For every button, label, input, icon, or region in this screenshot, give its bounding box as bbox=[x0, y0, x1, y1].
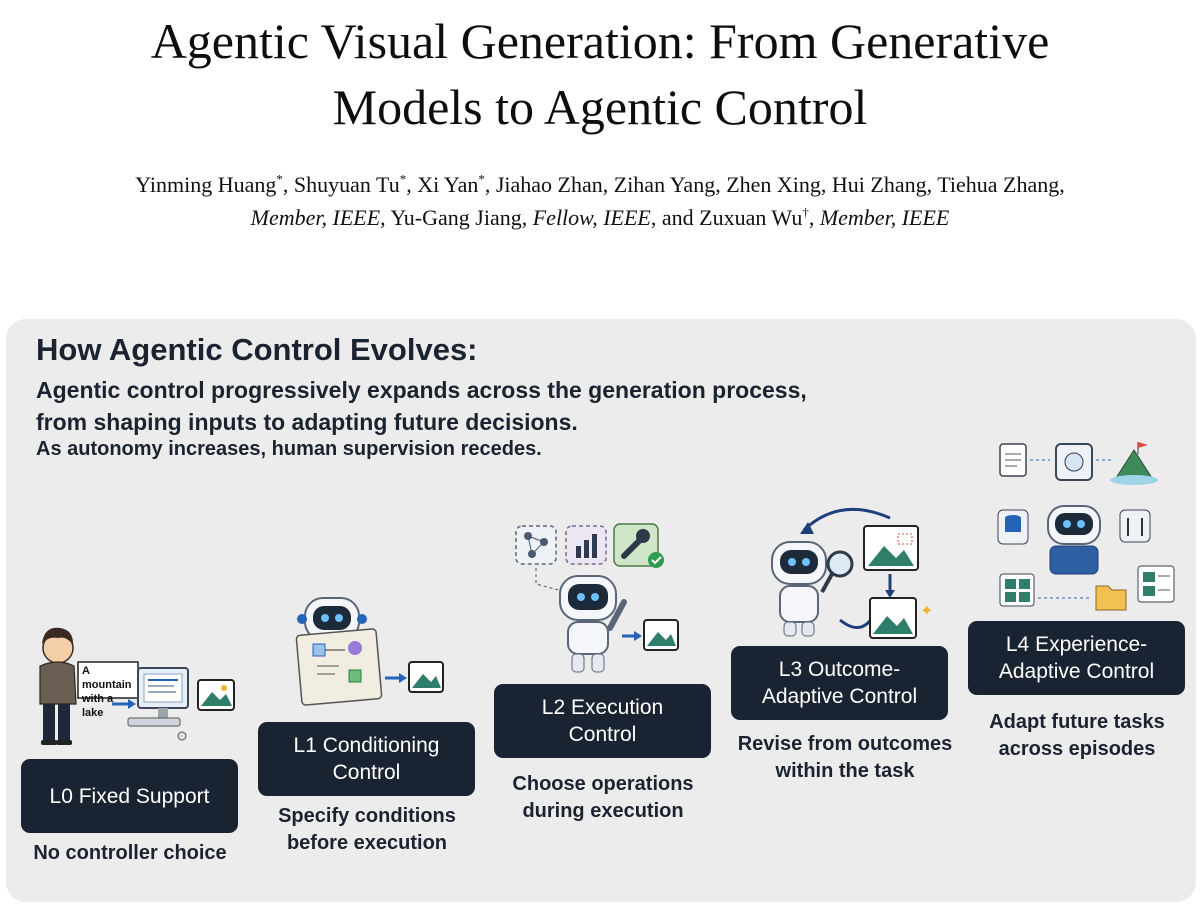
output-image-icon bbox=[197, 679, 235, 711]
author-line-2: Member, IEEE, Yu-Gang Jiang, Fellow, IEE… bbox=[250, 204, 950, 230]
figure-subtitle-line-1: Agentic control progressively expands ac… bbox=[36, 377, 807, 403]
mountain-flag-icon bbox=[1110, 442, 1158, 485]
l0-illustration bbox=[39, 627, 235, 745]
author-wu: Zuxuan Wu bbox=[699, 205, 803, 230]
fellow-ieee-label: Fellow, IEEE bbox=[532, 205, 651, 230]
level-label-l3: L3 Outcome-Adaptive Control bbox=[761, 658, 918, 708]
bar-chart-icon bbox=[565, 525, 607, 565]
robot-icon bbox=[297, 597, 367, 641]
level-box-l3: L3 Outcome-Adaptive Control bbox=[731, 646, 948, 720]
graph-node-icon bbox=[515, 525, 557, 565]
chip-icon bbox=[1055, 443, 1093, 481]
folder-icon bbox=[1095, 585, 1127, 611]
l2-illustration bbox=[515, 523, 679, 673]
and-word: and bbox=[661, 205, 694, 230]
level-label-l4: L4 Experience-Adaptive Control bbox=[998, 633, 1155, 683]
figure-note: As autonomy increases, human supervision… bbox=[36, 438, 542, 460]
author-name: Tiehua Zhang bbox=[937, 172, 1060, 197]
robot-icon bbox=[1047, 505, 1101, 575]
member-ieee-label-2: Member, IEEE bbox=[819, 205, 950, 230]
database-icon bbox=[997, 509, 1029, 545]
member-ieee-label: Member, IEEE bbox=[250, 205, 381, 230]
level-caption-l4: Adapt future tasks across episodes bbox=[989, 711, 1165, 760]
paper-title-line-1: Agentic Visual Generation: From Generati… bbox=[150, 13, 1050, 69]
level-label-l0: L0 Fixed Support bbox=[49, 784, 210, 808]
image-final-icon bbox=[869, 597, 917, 639]
robot-icon bbox=[771, 541, 827, 637]
level-box-l2: L2 Execution Control bbox=[494, 684, 711, 758]
robot-icon bbox=[559, 575, 627, 673]
figure-subtitle-line-2: from shaping inputs to adapting future d… bbox=[36, 409, 578, 435]
paper-title: Agentic Visual Generation: From Generati… bbox=[0, 8, 1200, 140]
image-gallery-icon bbox=[999, 573, 1035, 607]
level-box-l0: L0 Fixed Support bbox=[21, 759, 238, 833]
sparkle-icon: ✦ bbox=[920, 601, 933, 620]
refine-loop-arrow bbox=[802, 507, 891, 532]
computer-icon bbox=[127, 667, 189, 741]
equal-contribution-mark: * bbox=[399, 171, 407, 187]
wrench-icon bbox=[613, 523, 664, 568]
level-label-l2: L2 Execution Control bbox=[541, 696, 664, 746]
equal-contribution-mark: * bbox=[478, 171, 485, 187]
magnifier-icon bbox=[820, 550, 854, 593]
author-name: Zihan Yang bbox=[613, 172, 716, 197]
prompt-bubble-text: A mountain with a lake bbox=[82, 665, 132, 719]
dagger-mark: † bbox=[802, 204, 809, 220]
author-list: Yinming Huang*, Shuyuan Tu*, Xi Yan*, Ji… bbox=[0, 168, 1200, 234]
image-draft-icon bbox=[863, 525, 919, 571]
control-diagram-card bbox=[295, 628, 383, 706]
author-jiang: Yu-Gang Jiang bbox=[390, 205, 522, 230]
l4-illustration bbox=[997, 442, 1175, 611]
level-caption-l0: No controller choice bbox=[33, 842, 227, 864]
figure-heading: How Agentic Control Evolves: bbox=[36, 332, 478, 367]
paper-title-line-2: Models to Agentic Control bbox=[332, 79, 868, 135]
author-name: Xi Yan bbox=[417, 172, 479, 197]
level-caption-l1: Specify conditions before execution bbox=[278, 805, 456, 854]
settings-sliders-icon bbox=[1119, 509, 1151, 543]
level-caption-l3: Revise from outcomes within the task bbox=[737, 733, 953, 782]
document-icon bbox=[999, 443, 1027, 477]
author-name: Shuyuan Tu bbox=[293, 172, 400, 197]
person-icon bbox=[39, 627, 77, 745]
author-name: Jiahao Zhan bbox=[495, 172, 603, 197]
output-image-icon bbox=[643, 619, 679, 651]
image-list-icon bbox=[1137, 565, 1175, 603]
l1-illustration bbox=[295, 597, 444, 706]
author-name: Yinming Huang bbox=[135, 172, 277, 197]
author-name: Hui Zhang bbox=[831, 172, 927, 197]
l3-illustration: ✦ bbox=[771, 507, 933, 639]
level-label-l1: L1 Conditioning Control bbox=[293, 734, 440, 784]
prompt-card bbox=[77, 661, 139, 699]
level-caption-l2: Choose operations during execution bbox=[512, 773, 694, 822]
output-image-icon bbox=[408, 661, 444, 693]
author-line-1: Yinming Huang*, Shuyuan Tu*, Xi Yan*, Ji… bbox=[135, 171, 1065, 197]
author-name: Zhen Xing bbox=[726, 172, 821, 197]
level-box-l1: L1 Conditioning Control bbox=[258, 722, 475, 796]
level-box-l4: L4 Experience-Adaptive Control bbox=[968, 621, 1185, 695]
equal-contribution-mark: * bbox=[276, 171, 283, 187]
figure-subtitle: Agentic control progressively expands ac… bbox=[36, 374, 807, 438]
